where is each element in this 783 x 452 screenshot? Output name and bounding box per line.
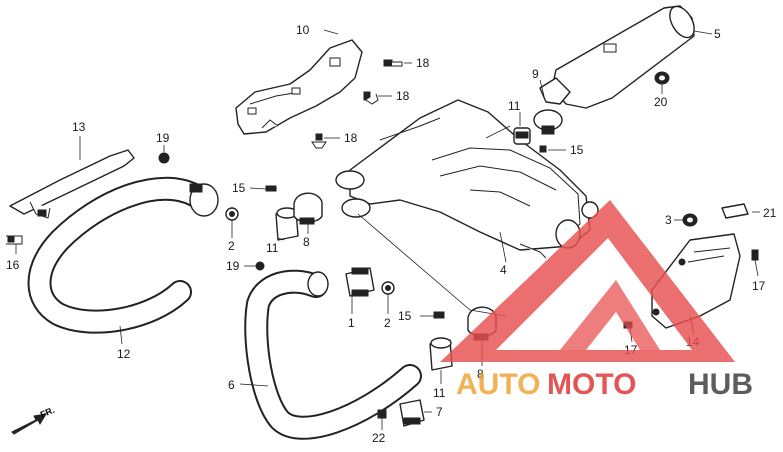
watermark-text-moto: MOTO: [547, 368, 636, 401]
plate-21: [721, 203, 749, 219]
nut-2-lower: [381, 281, 395, 295]
bolt-18-c: [311, 133, 327, 149]
bolt-22: [377, 409, 387, 419]
callout-20: 20: [654, 95, 668, 109]
callout-numbers: 10 18 18 18 5 9 20 11 15 13 19 15 2 11 8…: [6, 23, 777, 445]
callout-21: 21: [763, 206, 777, 220]
heat-shield-upper: [235, 39, 363, 135]
screw-17-right: [751, 249, 759, 261]
watermark-triangle: [440, 200, 735, 362]
callout-11: 11: [433, 386, 446, 400]
collector-muffler-body: [335, 99, 599, 259]
callout-16: 16: [6, 258, 20, 272]
bolt-15-mid: [265, 185, 277, 192]
exhaust-pipe-12: [27, 176, 219, 334]
front-direction-arrow: FR.: [11, 405, 56, 435]
callout-15: 15: [570, 143, 584, 157]
clamp-8-upper: [293, 192, 323, 225]
bolt-15-lower: [433, 311, 445, 319]
callout-8: 8: [477, 367, 484, 381]
callout-9: 9: [532, 67, 539, 81]
bolt-18-a: [383, 59, 403, 67]
callout-15: 15: [232, 181, 246, 195]
grommet-3: [682, 213, 698, 227]
silencer: [539, 5, 695, 109]
callout-19: 19: [156, 131, 170, 145]
watermark-text-hub: HUB: [688, 368, 753, 401]
clip-16: [6, 235, 23, 245]
callout-2: 2: [384, 316, 391, 330]
watermark-text-auto: AUTO: [456, 368, 540, 401]
callout-10: 10: [296, 23, 310, 37]
heat-shield-lower: [9, 149, 135, 219]
callout-2: 2: [228, 239, 235, 253]
gasket-11-mid: [275, 207, 299, 241]
callout-12: 12: [117, 347, 131, 361]
callout-5: 5: [714, 27, 721, 41]
watermark-logo: AUTO MOTO HUB: [440, 200, 753, 401]
callout-18: 18: [396, 89, 410, 103]
bolt-15-upper: [539, 145, 547, 153]
callout-1: 1: [348, 316, 355, 330]
leader-lines: [15, 29, 760, 430]
callout-8: 8: [303, 235, 310, 249]
callout-4: 4: [500, 263, 507, 277]
gasket-11-upper: [513, 127, 531, 145]
direction-label: FR.: [39, 405, 56, 420]
joint-collar-1: [345, 267, 375, 297]
gasket-11-lower: [429, 337, 453, 371]
callout-11: 11: [508, 99, 521, 113]
exhaust-pipe-6: [244, 269, 422, 440]
callout-3: 3: [665, 213, 672, 227]
clamp-7: [399, 399, 425, 427]
callout-7: 7: [436, 405, 443, 419]
callout-6: 6: [228, 378, 235, 392]
bolt-18-b: [363, 91, 379, 105]
callout-15: 15: [398, 309, 412, 323]
callout-13: 13: [72, 120, 86, 134]
grommet-20: [654, 71, 670, 85]
callout-19: 19: [226, 259, 240, 273]
nut-2-upper: [225, 207, 239, 221]
callout-18: 18: [416, 56, 430, 70]
callout-11: 11: [266, 241, 279, 255]
nut-19-lower: [255, 261, 265, 271]
nut-19-upper: [158, 152, 170, 164]
callout-18: 18: [344, 131, 358, 145]
callout-22: 22: [372, 431, 386, 445]
callout-17: 17: [752, 279, 766, 293]
clamp-9: [533, 109, 563, 135]
